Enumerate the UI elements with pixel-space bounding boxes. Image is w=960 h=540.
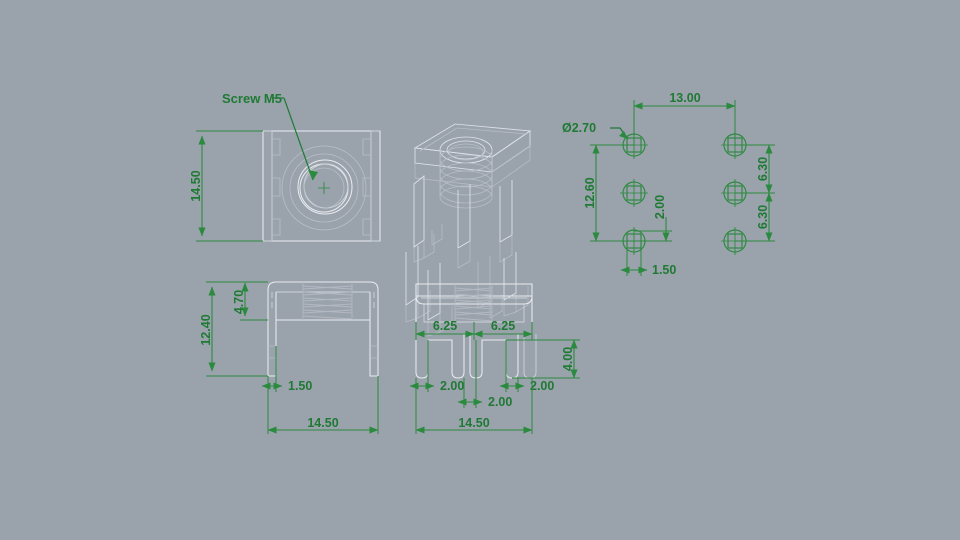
dim-front-2-00-middle: 2.00: [488, 395, 512, 409]
dim-side-12-40: 12.40: [199, 314, 213, 345]
dim-front-6-25-right: 6.25: [491, 319, 515, 333]
dim-holes-13-00: 13.00: [669, 91, 700, 105]
dim-front-4-00: 4.00: [561, 347, 575, 371]
front-view: 6.25 6.25 2.00 2.00 2.00 4.00 14.50: [409, 283, 580, 434]
top-view: Screw M5 14.50: [189, 91, 381, 242]
hole-diameter-label: Ø2.70: [562, 121, 596, 135]
dim-side-4-70: 4.70: [232, 290, 246, 314]
side-view: 12.40 4.70 1.50 14.50: [199, 281, 379, 434]
dim-holes-6-30-lower: 6.30: [756, 205, 770, 229]
dim-front-2-00-right: 2.00: [530, 379, 554, 393]
dim-holes-6-30-upper: 6.30: [756, 157, 770, 181]
dim-side-14-50: 14.50: [307, 416, 338, 430]
dim-holes-1-50: 1.50: [652, 263, 676, 277]
dim-side-1-50: 1.50: [288, 379, 312, 393]
dim-holes-2-00: 2.00: [653, 195, 667, 219]
dim-front-2-00-left: 2.00: [440, 379, 464, 393]
dim-holes-12-60: 12.60: [583, 177, 597, 208]
dim-top-14-50: 14.50: [189, 170, 203, 201]
screw-label: Screw M5: [222, 91, 282, 106]
hole-pattern-view: Ø2.70 13.00 12.60 2.00 1.50 6.30 6.30: [562, 91, 775, 277]
dim-front-14-50: 14.50: [458, 416, 489, 430]
dim-front-6-25-left: 6.25: [433, 319, 457, 333]
hole: [620, 179, 648, 207]
